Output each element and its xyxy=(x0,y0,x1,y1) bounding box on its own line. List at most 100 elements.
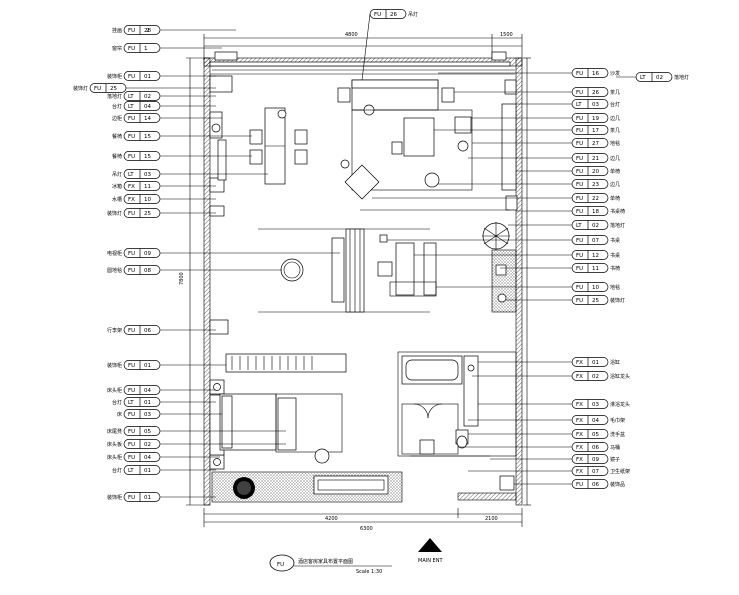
tag-left-18-label: 台灯 xyxy=(112,399,122,406)
tag-left-8-code: FU xyxy=(128,154,135,160)
tag-left-19-label: 床 xyxy=(117,411,122,418)
tag-left-6-code: FU xyxy=(128,116,135,122)
title-symbol: FU xyxy=(277,562,284,568)
tag-right-0-label: 沙发 xyxy=(610,70,620,77)
tag-left-0-code: FU xyxy=(128,28,135,34)
tag-right-16-num: 25 xyxy=(592,298,599,304)
tag-right-14-code: FU xyxy=(576,266,583,272)
tag-right-25-label: 装饰品 xyxy=(610,481,625,488)
tag-right-19-num: 03 xyxy=(592,402,599,408)
tag-left-14-num: 08 xyxy=(144,268,151,274)
tag-right-6-code: FU xyxy=(576,156,583,162)
tag-right-20-num: 04 xyxy=(592,418,599,424)
dim-bottom-right: 2100 xyxy=(485,516,498,522)
tag-top-center-code: FU xyxy=(374,12,381,18)
tag-right-8-num: 23 xyxy=(592,182,599,188)
tag-left-2-num: 01 xyxy=(144,74,151,80)
tag-left-7-num: 15 xyxy=(144,134,151,140)
tag-left-7-code: FU xyxy=(128,134,135,140)
tag-left-20-label: 床尾凳 xyxy=(107,428,122,435)
tag-left-3-num: 25 xyxy=(110,86,117,92)
tag-left-3: FU 25 装饰灯 xyxy=(73,83,216,93)
tag-left-4-num: 02 xyxy=(144,94,151,100)
tag-left-0: FU 28 挂画 xyxy=(112,25,236,35)
tag-left-15-code: FU xyxy=(128,328,135,334)
central-partition xyxy=(258,228,430,313)
dining-table xyxy=(249,107,308,185)
tag-left-2-label: 装饰柜 xyxy=(107,73,122,80)
tag-top-center-label: 吊灯 xyxy=(408,11,418,18)
tag-left-22-label: 床头柜 xyxy=(107,454,122,461)
tag-top-center-num: 26 xyxy=(390,12,397,18)
north-label: MAIN ENT xyxy=(418,558,443,564)
tag-left-23-code: LT xyxy=(128,468,134,474)
tag-left-16-code: FU xyxy=(128,363,135,369)
tag-right-7-num: 20 xyxy=(592,169,599,175)
tag-left-21-label: 床头板 xyxy=(107,441,122,448)
tag-left-0-label: 挂画 xyxy=(112,27,122,34)
tag-right-17-label: 浴缸 xyxy=(610,359,620,366)
tag-top-right-code: LT xyxy=(640,75,646,81)
tag-right-25-num: 06 xyxy=(592,482,599,488)
tag-left-16-num: 01 xyxy=(144,363,151,369)
tag-right-13-label: 书桌 xyxy=(610,252,620,259)
tag-left-0-num: 28 xyxy=(144,28,151,34)
tag-right-7-code: FU xyxy=(576,169,583,175)
tag-left-24-code: FU xyxy=(128,495,135,501)
tag-left-0-extra: 2 xyxy=(146,28,150,34)
tag-right-22-num: 06 xyxy=(592,445,599,451)
tag-left-3-code: FU xyxy=(94,86,101,92)
tag-left-3-label: 装饰灯 xyxy=(73,85,88,92)
tag-left-13-code: FU xyxy=(128,251,135,257)
tag-left-1-num: 1 xyxy=(144,46,148,52)
dimension-lines xyxy=(186,34,531,527)
tag-left-9-code: LT xyxy=(128,172,134,178)
tag-left-11-label: 水槽 xyxy=(112,196,122,203)
tag-right-5-num: 27 xyxy=(592,141,599,147)
drawing-title: FU 酒店客房家具布置平面图 Scale 1:30 xyxy=(269,554,392,575)
tag-left-8-label: 餐椅 xyxy=(112,153,122,160)
tag-right-25-code: FU xyxy=(576,482,583,488)
tag-right-24-label: 卫生纸架 xyxy=(610,468,630,475)
bedroom xyxy=(219,353,347,464)
tag-right-23-code: FX xyxy=(576,457,583,463)
tag-left-17-code: FU xyxy=(128,388,135,394)
tag-left-20-num: 05 xyxy=(144,429,151,435)
tag-left-23-label: 台灯 xyxy=(112,467,122,474)
tag-left-10-label: 冰箱 xyxy=(112,183,122,190)
tag-top-right-label: 落地灯 xyxy=(674,74,689,81)
tag-right-14-num: 11 xyxy=(592,266,599,272)
tag-right-24-num: 07 xyxy=(592,469,599,475)
tag-left-12-num: 25 xyxy=(144,211,151,217)
tag-left-10-num: 11 xyxy=(144,184,151,190)
tag-right-20-label: 毛巾架 xyxy=(610,417,625,424)
tag-right-8-code: FU xyxy=(576,182,583,188)
tag-right-11-label: 落地灯 xyxy=(610,222,625,229)
tag-left-19-code: FU xyxy=(128,412,135,418)
tag-right-12-code: FU xyxy=(576,238,583,244)
tag-right-15-num: 10 xyxy=(592,285,599,291)
